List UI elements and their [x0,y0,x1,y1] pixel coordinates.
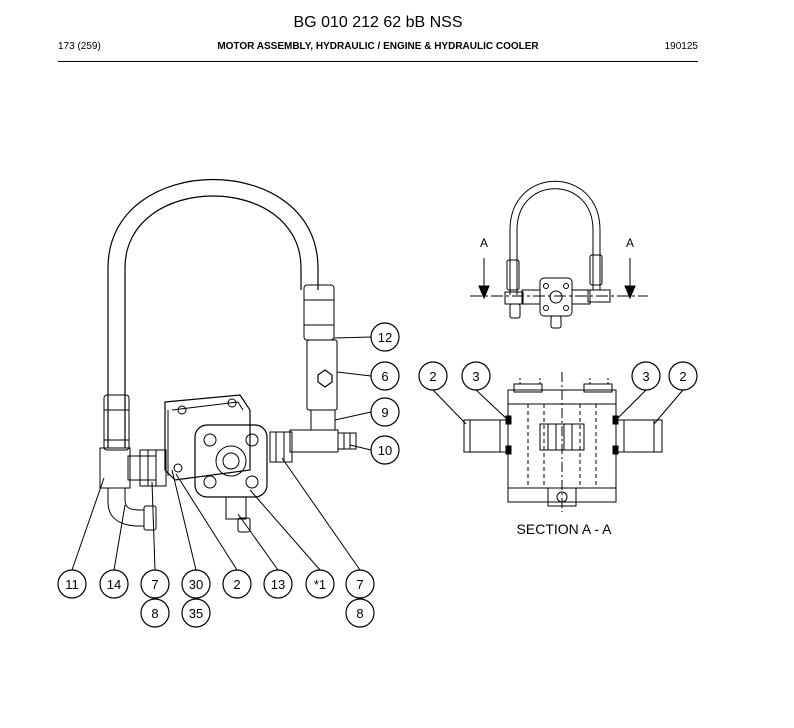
callout-label: *1 [314,577,326,592]
callout-label: 12 [378,330,392,345]
section-callout-2-left: 2 [418,361,448,391]
main-assembly-drawing [99,178,357,533]
callout-label: 13 [271,577,285,592]
callout-label: 9 [381,405,388,420]
section-caption: SECTION A - A [517,521,613,537]
callout-label: 2 [429,369,436,384]
callout-14: 14 [99,569,129,599]
callout-label: 35 [189,606,203,621]
callout-label: 3 [642,369,649,384]
document-code: BG 010 212 62 bB NSS [293,14,463,31]
callout-10: 10 [370,435,400,465]
callout-label: 8 [356,606,363,621]
callout-label: 30 [189,577,203,592]
document-title: MOTOR ASSEMBLY, HYDRAULIC / ENGINE & HYD… [217,41,539,52]
callout-35: 35 [181,598,211,628]
callout-1: *1 [305,569,335,599]
callout-label: 8 [151,606,158,621]
callout-12: 12 [370,322,400,352]
section-callout-3-left: 3 [461,361,491,391]
callout-2: 2 [222,569,252,599]
overview-drawing: A A [470,180,648,329]
date-code: 190125 [664,41,698,52]
callout-13: 13 [263,569,293,599]
section-marker-right: A [626,236,634,250]
section-view-drawing: SECTION A - A [463,372,663,537]
callouts: 12 6 9 10 11 14 7 8 30 35 2 13 *1 7 8 [57,322,698,628]
callout-7-left: 7 [140,569,170,599]
header-row: 173 (259) MOTOR ASSEMBLY, HYDRAULIC / EN… [58,41,698,55]
callout-8-right: 8 [345,598,375,628]
callout-8-left: 8 [140,598,170,628]
callout-label: 14 [107,577,121,592]
callout-label: 7 [356,577,363,592]
callout-label: 7 [151,577,158,592]
callout-9: 9 [370,397,400,427]
page-reference: 173 (259) [58,41,101,52]
callout-label: 10 [378,443,392,458]
callout-6: 6 [370,361,400,391]
callout-label: 6 [381,369,388,384]
section-callout-2-right: 2 [668,361,698,391]
callout-label: 2 [679,369,686,384]
section-callout-3-right: 3 [631,361,661,391]
callout-label: 3 [472,369,479,384]
callout-label: 2 [233,577,240,592]
callout-30: 30 [181,569,211,599]
header-rule [58,61,698,62]
callout-label: 11 [65,577,79,592]
callout-7-right: 7 [345,569,375,599]
callout-11: 11 [57,569,87,599]
section-marker-left: A [480,236,488,250]
leader-lines [71,336,684,571]
